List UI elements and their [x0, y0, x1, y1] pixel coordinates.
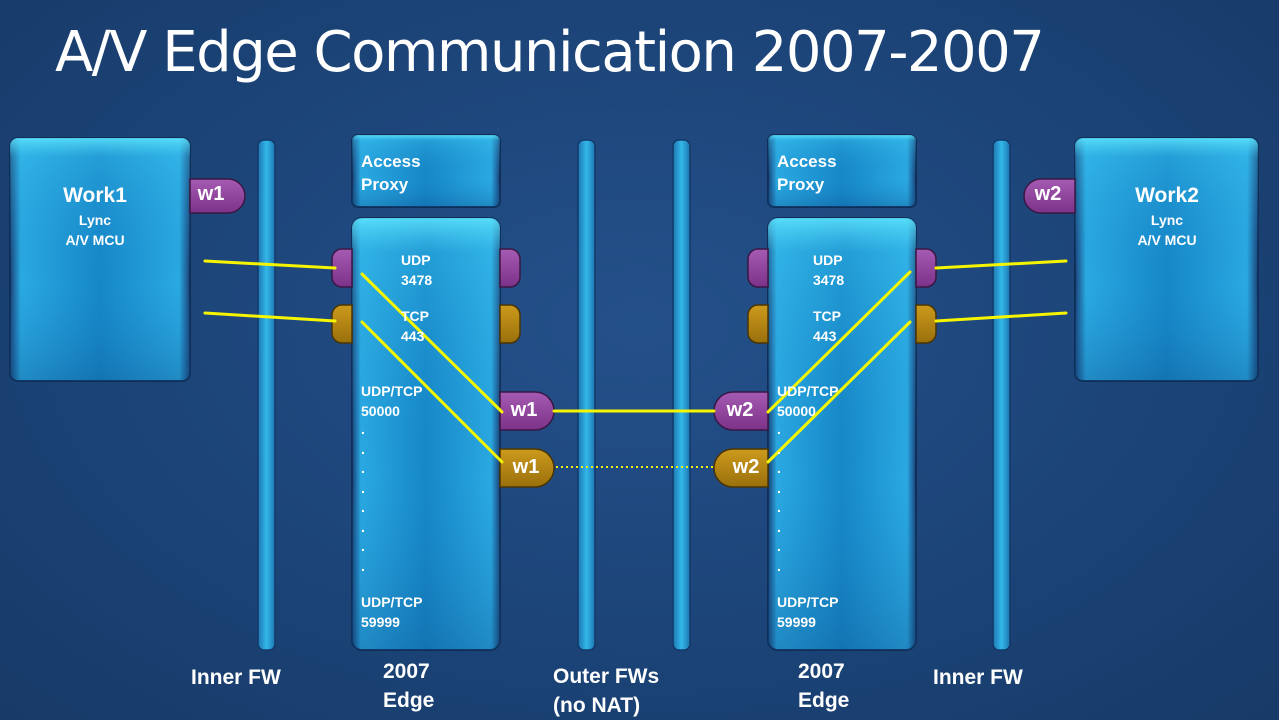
edge-left-box [351, 217, 501, 651]
page-title: A/V Edge Communication 2007-2007 [55, 20, 1045, 85]
outer-firewall-right [672, 139, 691, 651]
edge-left-range-tag-bottom: w1 [512, 456, 540, 478]
edge-right-range-start-label: UDP/TCP 50000 [777, 383, 839, 419]
link-work1-tcp [203, 311, 337, 323]
edge-right-range-tag-top-shape [713, 391, 769, 431]
link-work2-udp [934, 259, 1068, 270]
work2-tag: w2 [1034, 183, 1062, 205]
edge-right-inner-udp-port [915, 248, 937, 288]
link-edge-right-range-to-tcp [766, 320, 912, 464]
link-work2-tcp [934, 311, 1068, 323]
outer-fws-label: Outer FWs (no NAT) [553, 665, 660, 717]
work2-sub1: Lync [1150, 212, 1184, 228]
edge-left-tcp-port-label: TCP 443 [401, 308, 429, 344]
work1-tag-shape [189, 178, 246, 214]
edge-left-udp-port-label: UDP 3478 [401, 252, 433, 288]
edge-right-udp-port-label: UDP 3478 [813, 252, 845, 288]
link-work1-udp [203, 259, 337, 270]
edge-right-outer-udp-port [747, 248, 769, 288]
inner-fw-right-label: Inner FW [933, 666, 1023, 689]
work1-sub2: A/V MCU [65, 232, 125, 248]
edge-right-outer-tcp-port [747, 304, 769, 344]
link-edge-left-tcp-to-range [360, 320, 504, 464]
work1-sub1: Lync [78, 212, 112, 228]
edge-left-range-tag-top-shape [499, 391, 555, 431]
link-edge-left-udp-to-range [360, 272, 504, 414]
edge-right-range-tag-top: w2 [726, 399, 754, 421]
edge-right-inner-tcp-port [915, 304, 937, 344]
work2-sub2: A/V MCU [1137, 232, 1197, 248]
work2-box [1074, 137, 1259, 382]
inner-firewall-left [257, 139, 276, 651]
link-edge-right-range-to-udp [766, 270, 912, 414]
edge-left-inner-tcp-port [331, 304, 353, 344]
work2-tag-shape [1023, 178, 1076, 214]
inner-fw-left-label: Inner FW [191, 666, 281, 689]
edge-left-inner-udp-port [331, 248, 353, 288]
edge-left-outer-udp-port [499, 248, 521, 288]
edge-right-range-tag-bottom: w2 [732, 456, 760, 478]
inner-firewall-right [992, 139, 1011, 651]
edge-left-range-start-label: UDP/TCP 50000 [361, 383, 423, 419]
edge-right-box [767, 217, 917, 651]
work1-box [9, 137, 191, 382]
work1-tag: w1 [197, 183, 225, 205]
edge-right-access-proxy-label: Access Proxy [777, 152, 837, 194]
edge-right-range-dots: . . . . . . . . [777, 421, 781, 574]
edge-left-label: 2007 Edge [383, 660, 435, 712]
edge-left-outer-tcp-port [499, 304, 521, 344]
work1-name: Work1 [63, 184, 127, 207]
edge-left-range-tag-bottom-shape [499, 448, 555, 488]
edge-right-tcp-port-label: TCP 443 [813, 308, 841, 344]
edge-left-access-proxy-label: Access Proxy [361, 152, 421, 194]
access-proxy-left-box [351, 134, 501, 208]
outer-firewall-left [577, 139, 596, 651]
edge-right-label: 2007 Edge [798, 660, 850, 712]
edge-left-range-tag-top: w1 [510, 399, 538, 421]
edge-left-range-dots: . . . . . . . . [361, 421, 365, 574]
edge-right-range-tag-bottom-shape [713, 448, 769, 488]
edge-right-range-end-label: UDP/TCP 59999 [777, 594, 839, 630]
work2-name: Work2 [1135, 184, 1199, 207]
edge-left-range-end-label: UDP/TCP 59999 [361, 594, 423, 630]
access-proxy-right-box [767, 134, 917, 208]
